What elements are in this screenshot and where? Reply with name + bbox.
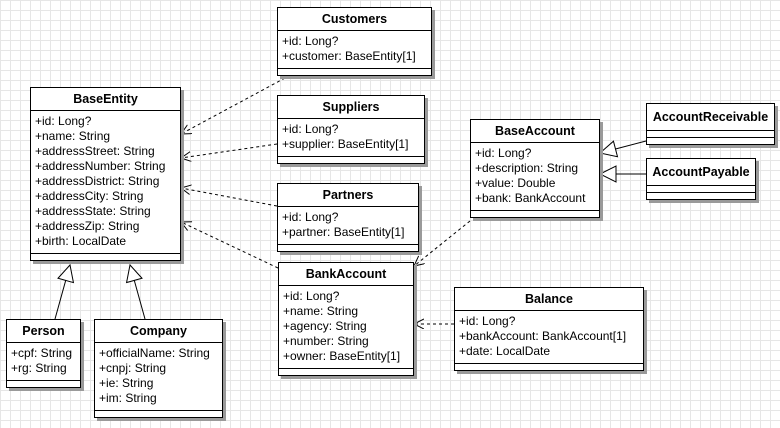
class-name: Company	[95, 320, 222, 343]
attribute: +birth: LocalDate	[35, 234, 127, 248]
attribute: +id: Long?	[35, 114, 92, 128]
generalization-arrowhead	[598, 165, 617, 183]
class-bank-account[interactable]: BankAccount +id: Long? +name: String +ag…	[278, 262, 414, 376]
attribute: +supplier: BaseEntity[1]	[282, 137, 409, 151]
class-methods	[455, 364, 643, 370]
class-methods	[278, 245, 418, 251]
class-name: AccountPayable	[647, 159, 755, 186]
generalization-edge-company-to-base_entity	[133, 280, 146, 320]
class-name: Person	[7, 320, 80, 343]
class-company[interactable]: Company +officialName: String +cnpj: Str…	[94, 319, 223, 418]
attribute: +addressStreet: String	[35, 144, 155, 158]
class-attributes: +id: Long? +bankAccount: BankAccount[1] …	[455, 311, 643, 364]
attribute: +agency: String	[283, 319, 367, 333]
class-partners[interactable]: Partners +id: Long? +partner: BaseEntity…	[277, 183, 419, 252]
attribute: +bank: BankAccount	[475, 191, 586, 205]
class-attributes: +id: Long? +supplier: BaseEntity[1]	[278, 119, 424, 157]
attribute: +description: String	[475, 161, 579, 175]
attribute: +im: String	[99, 391, 157, 405]
attribute: +cnpj: String	[99, 361, 167, 375]
class-attributes: +id: Long? +name: String +addressStreet:…	[31, 111, 180, 254]
class-attributes: +officialName: String +cnpj: String +ie:…	[95, 343, 222, 411]
generalization-arrowhead	[125, 263, 143, 284]
dependency-edge-partners-to-base_entity	[181, 188, 278, 207]
class-name: AccountReceivable	[647, 104, 774, 131]
dependency-edge-customers-to-base_entity	[181, 77, 286, 134]
class-attributes	[647, 186, 755, 193]
class-methods	[278, 69, 431, 75]
attribute: +customer: BaseEntity[1]	[282, 49, 416, 63]
class-methods	[278, 157, 424, 163]
class-name: Customers	[278, 8, 431, 31]
dependency-edge-suppliers-to-base_entity	[181, 143, 278, 158]
class-name: BankAccount	[279, 263, 413, 286]
class-base-account[interactable]: BaseAccount +id: Long? +description: Str…	[470, 119, 600, 218]
attribute: +name: String	[283, 304, 359, 318]
attribute: +id: Long?	[282, 34, 339, 48]
generalization-edge-account_receivable-to-base_account	[615, 140, 647, 150]
class-methods	[647, 138, 774, 144]
class-name: Partners	[278, 184, 418, 207]
class-methods	[95, 411, 222, 417]
attribute: +addressDistrict: String	[35, 174, 160, 188]
class-attributes: +id: Long? +customer: BaseEntity[1]	[278, 31, 431, 69]
class-methods	[279, 369, 413, 375]
attribute: +rg: String	[11, 361, 67, 375]
class-attributes: +cpf: String +rg: String	[7, 343, 80, 381]
class-account-receivable[interactable]: AccountReceivable	[646, 103, 775, 145]
class-balance[interactable]: Balance +id: Long? +bankAccount: BankAcc…	[454, 287, 644, 371]
attribute: +owner: BaseEntity[1]	[283, 349, 401, 363]
class-suppliers[interactable]: Suppliers +id: Long? +supplier: BaseEnti…	[277, 95, 425, 164]
class-methods	[31, 254, 180, 260]
attribute: +ie: String	[99, 376, 154, 390]
attribute: +addressState: String	[35, 204, 151, 218]
class-name: Balance	[455, 288, 643, 311]
generalization-edge-person-to-base_entity	[54, 280, 67, 320]
attribute: +id: Long?	[283, 289, 340, 303]
generalization-arrowhead	[57, 263, 75, 284]
attribute: +value: Double	[475, 176, 556, 190]
class-attributes	[647, 131, 774, 138]
attribute: +id: Long?	[475, 146, 532, 160]
attribute: +date: LocalDate	[459, 344, 551, 358]
dependency-edge-base_account-to-bank_account	[414, 220, 471, 266]
class-name: BaseEntity	[31, 88, 180, 111]
attribute: +partner: BaseEntity[1]	[282, 225, 405, 239]
attribute: +addressCity: String	[35, 189, 144, 203]
attribute: +name: String	[35, 129, 111, 143]
class-attributes: +id: Long? +name: String +agency: String…	[279, 286, 413, 369]
class-methods	[471, 211, 599, 217]
attribute: +addressZip: String	[35, 219, 140, 233]
attribute: +id: Long?	[459, 314, 516, 328]
attribute: +officialName: String	[99, 346, 210, 360]
dependency-edge-bank_account-to-base_entity	[181, 222, 279, 269]
generalization-arrowhead	[598, 140, 619, 158]
class-name: BaseAccount	[471, 120, 599, 143]
attribute: +cpf: String	[11, 346, 73, 360]
class-customers[interactable]: Customers +id: Long? +customer: BaseEnti…	[277, 7, 432, 76]
class-name: Suppliers	[278, 96, 424, 119]
attribute: +id: Long?	[282, 210, 339, 224]
class-methods	[647, 193, 755, 199]
class-base-entity[interactable]: BaseEntity +id: Long? +name: String +add…	[30, 87, 181, 261]
attribute: +bankAccount: BankAccount[1]	[459, 329, 627, 343]
class-person[interactable]: Person +cpf: String +rg: String	[6, 319, 81, 388]
attribute: +id: Long?	[282, 122, 339, 136]
class-account-payable[interactable]: AccountPayable	[646, 158, 756, 200]
class-methods	[7, 381, 80, 387]
attribute: +number: String	[283, 334, 369, 348]
attribute: +addressNumber: String	[35, 159, 166, 173]
class-attributes: +id: Long? +description: String +value: …	[471, 143, 599, 211]
class-attributes: +id: Long? +partner: BaseEntity[1]	[278, 207, 418, 245]
